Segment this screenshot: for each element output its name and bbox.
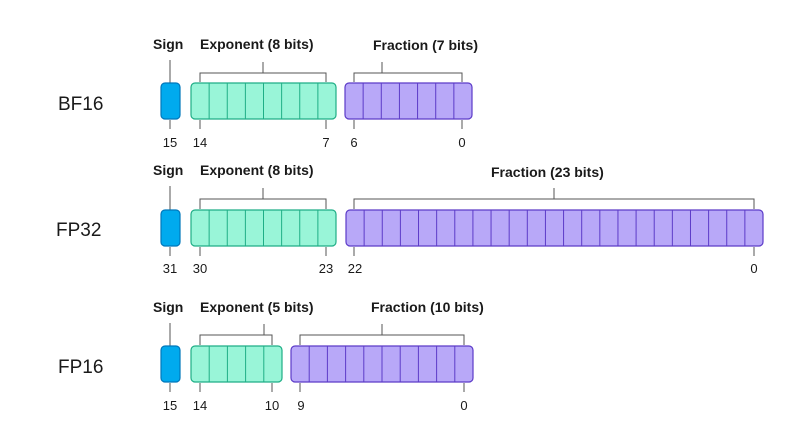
fraction-field — [344, 82, 473, 120]
fraction-high-index: 9 — [297, 398, 304, 413]
exponent-title: Exponent (8 bits) — [200, 36, 314, 52]
exponent-field — [190, 209, 337, 247]
sign-bit — [160, 82, 181, 120]
exponent-low-index: 10 — [265, 398, 279, 413]
format-fp32: FP32 Sign Exponent (8 bits) Fraction (23… — [56, 162, 764, 276]
exponent-bracket — [199, 188, 327, 209]
format-name: BF16 — [58, 94, 103, 115]
sign-bit-index: 15 — [163, 135, 177, 150]
fraction-high-index: 6 — [350, 135, 357, 150]
fraction-title: Fraction (23 bits) — [491, 164, 604, 180]
exponent-high-index: 14 — [193, 135, 207, 150]
exponent-field-box — [190, 345, 283, 383]
fraction-title: Fraction (7 bits) — [373, 37, 478, 53]
exponent-low-index: 7 — [322, 135, 329, 150]
exponent-title: Exponent (5 bits) — [200, 299, 314, 315]
format-name: FP32 — [56, 220, 101, 241]
exponent-bracket — [199, 62, 327, 82]
fraction-low-index: 0 — [460, 398, 467, 413]
sign-bit-index: 31 — [163, 261, 177, 276]
sign-bit — [160, 209, 181, 247]
sign-title: Sign — [153, 299, 183, 315]
fraction-bracket — [299, 324, 465, 345]
fraction-field — [345, 209, 764, 247]
exponent-high-index: 14 — [193, 398, 207, 413]
sign-bit — [160, 345, 181, 383]
fraction-field — [290, 345, 474, 383]
format-name: FP16 — [58, 357, 103, 378]
fraction-bracket — [353, 188, 755, 209]
exponent-field — [190, 82, 337, 120]
exponent-high-index: 30 — [193, 261, 207, 276]
exponent-bracket — [199, 324, 273, 345]
sign-bit-index: 15 — [163, 398, 177, 413]
sign-title: Sign — [153, 162, 183, 178]
format-bf16: BF16 Sign Exponent (8 bits) Fraction (7 … — [58, 36, 478, 150]
fraction-high-index: 22 — [348, 261, 362, 276]
fraction-low-index: 0 — [458, 135, 465, 150]
exponent-low-index: 23 — [319, 261, 333, 276]
exponent-title: Exponent (8 bits) — [200, 162, 314, 178]
fraction-bracket — [353, 62, 463, 82]
exponent-field — [190, 345, 283, 383]
fraction-title: Fraction (10 bits) — [371, 299, 484, 315]
fraction-field-box — [345, 209, 764, 247]
sign-title: Sign — [153, 36, 183, 52]
fraction-field-box — [344, 82, 473, 120]
format-fp16: FP16 Sign Exponent (5 bits) Fraction (10… — [58, 299, 484, 413]
fraction-low-index: 0 — [750, 261, 757, 276]
